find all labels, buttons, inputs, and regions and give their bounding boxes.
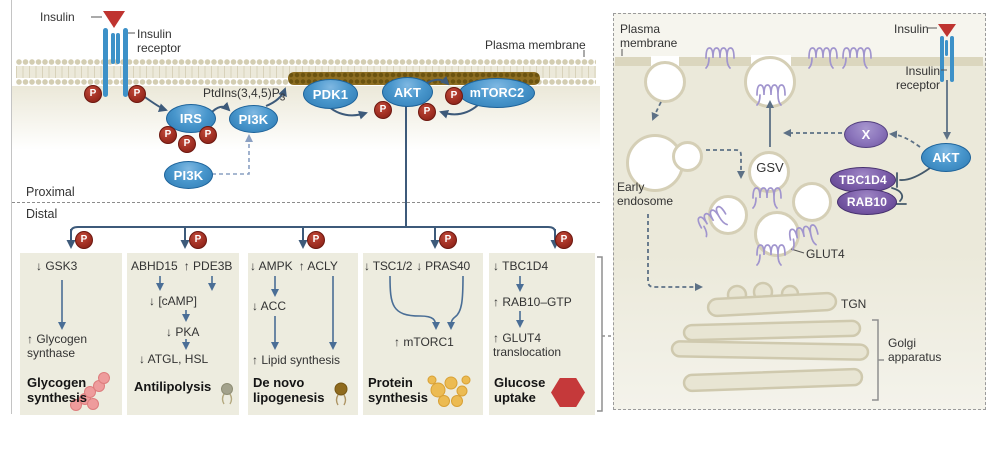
irs-node: IRS [166, 104, 216, 133]
abhd15-text: ABHD15 [131, 259, 178, 273]
insulin-icon [938, 24, 956, 37]
tsc12-text: ↓ TSC1/2 [364, 259, 413, 273]
distal-label: Distal [26, 207, 58, 221]
phospho-badge: P [307, 231, 325, 249]
de-novo-lipogenesis-title: De novo lipogenesis [253, 375, 325, 405]
glycogen-synthesis-box [20, 253, 122, 415]
plasma-membrane-label: Plasma membrane [485, 38, 586, 52]
budding-vesicle [644, 61, 686, 103]
phospho-badge: P [418, 103, 436, 121]
phospho-badge: P [555, 231, 573, 249]
glycogen-synthesis-title: Glycogen synthesis [27, 375, 87, 405]
phospho-badge: P [199, 126, 217, 144]
insulin-label-right: Insulin [894, 22, 929, 36]
figure-left-edge [11, 0, 12, 414]
phospho-badge: P [84, 85, 102, 103]
rab10-gtp-text: ↑ RAB10–GTP [493, 295, 572, 309]
ptdins-text: PtdIns(3,4,5)P [203, 86, 280, 100]
protein-synthesis-title: Protein synthesis [368, 375, 428, 405]
ampk-text: ↓ AMPK [250, 259, 293, 273]
insulin-icon [103, 11, 125, 28]
insulin-receptor-icon [116, 33, 120, 64]
gsv-vesicle [754, 211, 800, 257]
insulin-label: Insulin [40, 10, 75, 24]
insulin-receptor-icon [123, 28, 128, 97]
golgi-apparatus-label: Golgi apparatus [888, 336, 942, 365]
x-factor-node: X [844, 121, 888, 148]
pras40-text: ↓ PRAS40 [416, 259, 470, 273]
early-endosome-label: Early endosome [617, 180, 674, 209]
rab10-node: RAB10 [837, 189, 897, 215]
glut4-label: GLUT4 [806, 247, 845, 261]
insulin-receptor-label: Insulin receptor [137, 27, 182, 56]
akt-node: AKT [382, 77, 433, 107]
pde3b-text: ↑ PDE3B [183, 259, 233, 273]
phospho-badge: P [445, 87, 463, 105]
mtorc2-node: mTORC2 [459, 78, 535, 108]
tgn-label: TGN [841, 297, 867, 311]
gsv-vesicle [708, 195, 748, 235]
ampk-acly-row: ↓ AMPK ↑ ACLY [250, 259, 338, 273]
proximal-label: Proximal [26, 185, 75, 199]
atgl-hsl-text: ↓ ATGL, HSL [139, 352, 209, 366]
mtorc1-text: ↑ mTORC1 [394, 335, 454, 349]
phospho-badge: P [128, 85, 146, 103]
early-endosome-lobe [672, 141, 703, 172]
glucose-uptake-bracket [597, 256, 612, 412]
insulin-receptor-icon [103, 28, 108, 97]
fusing-vesicle [744, 56, 796, 108]
plasma-membrane-right [615, 57, 983, 66]
tbc1d4-text: ↓ TBC1D4 [493, 259, 549, 273]
insulin-receptor-icon [111, 33, 115, 64]
acly-text: ↑ ACLY [298, 259, 338, 273]
insulin-receptor-icon [940, 36, 944, 82]
phospho-badge: P [75, 231, 93, 249]
phospho-badge: P [189, 231, 207, 249]
phospho-badge: P [178, 135, 196, 153]
gsv-vesicle [792, 182, 832, 222]
gsv-label: GSV [756, 160, 784, 175]
ptdins-345-p3-label: PtdIns(3,4,5)P3 [203, 86, 285, 104]
phospho-badge: P [374, 101, 392, 119]
antilipolysis-box [127, 253, 239, 415]
glut4-translocation-text: ↑ GLUT4 translocation [493, 331, 562, 360]
insulin-receptor-icon [945, 40, 948, 56]
glucose-uptake-title: Glucose uptake [494, 375, 546, 405]
proximal-distal-divider [12, 202, 600, 203]
pka-text: ↓ PKA [166, 325, 200, 339]
pi3k-membrane-node: PI3K [229, 105, 278, 133]
akt-node-right: AKT [921, 143, 971, 172]
camp-text: ↓ [cAMP] [149, 294, 198, 308]
abhd15-pde3b-row: ABHD15 ↑ PDE3B [131, 259, 232, 273]
acc-text: ↓ ACC [252, 299, 287, 313]
phospho-badge: P [439, 231, 457, 249]
plasma-membrane-label-right: Plasma membrane [620, 22, 678, 51]
insulin-receptor-icon [950, 36, 954, 82]
pi3k-cytosol-node: PI3K [164, 161, 213, 189]
insulin-receptor-label-right: Insulin receptor [895, 64, 940, 93]
lipid-synthesis-text: ↑ Lipid synthesis [252, 353, 341, 367]
gsk3-text: ↓ GSK3 [36, 259, 78, 273]
phospho-badge: P [159, 126, 177, 144]
tsc-pras40-row: ↓ TSC1/2 ↓ PRAS40 [364, 259, 470, 273]
ptdins-subscript: 3 [279, 92, 286, 104]
pdk1-node: PDK1 [303, 79, 358, 109]
glycogen-synthase-text: ↑ Glycogen synthase [27, 332, 88, 361]
antilipolysis-title: Antilipolysis [134, 379, 212, 394]
